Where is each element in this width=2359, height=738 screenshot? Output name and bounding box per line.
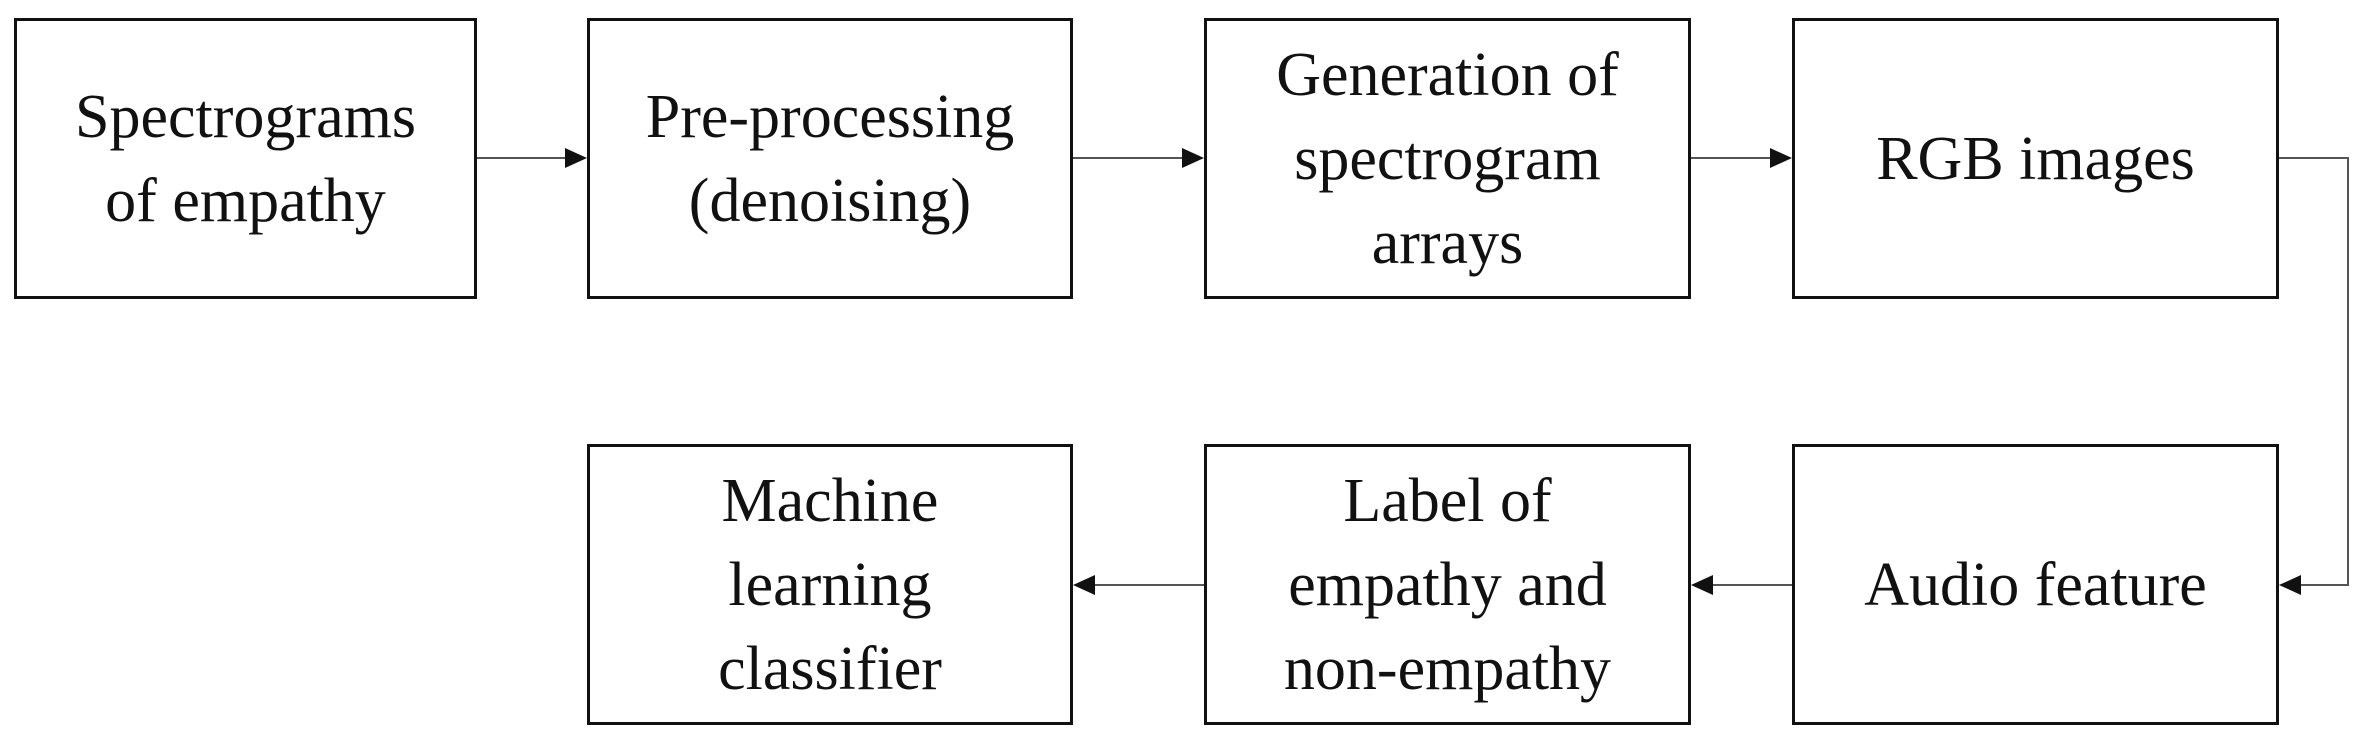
arrowhead-icon xyxy=(1691,575,1713,595)
step-spectrograms-box: Spectrograms of empathy xyxy=(14,18,477,299)
step-rgb-images-box: RGB images xyxy=(1792,18,2279,299)
step-spectrograms-label: Spectrograms of empathy xyxy=(75,82,416,235)
arrowhead-icon xyxy=(1073,575,1095,595)
step-rgb-images-label: RGB images xyxy=(1876,124,2195,193)
step-label-label: Label of empathy and non-empathy xyxy=(1283,466,1612,703)
step-audio-feature-box: Audio feature xyxy=(1792,444,2279,725)
arrowhead-icon xyxy=(2279,575,2301,595)
arrowhead-icon xyxy=(1770,148,1792,168)
step-preprocessing-box: Pre-processing (denoising) xyxy=(587,18,1073,299)
step-classifier-box: Machine learning classifier xyxy=(587,444,1073,725)
arrow-rgb-to-audio-feature xyxy=(2279,157,2349,586)
arrowhead-icon xyxy=(1182,148,1204,168)
step-preprocessing-label: Pre-processing (denoising) xyxy=(645,82,1015,235)
step-audio-feature-label: Audio feature xyxy=(1864,550,2207,619)
step-label-box: Label of empathy and non-empathy xyxy=(1204,444,1691,725)
step-generation-box: Generation of spectrogram arrays xyxy=(1204,18,1691,299)
step-generation-label: Generation of spectrogram arrays xyxy=(1276,40,1619,277)
arrowhead-icon xyxy=(565,148,587,168)
step-classifier-label: Machine learning classifier xyxy=(718,466,942,703)
